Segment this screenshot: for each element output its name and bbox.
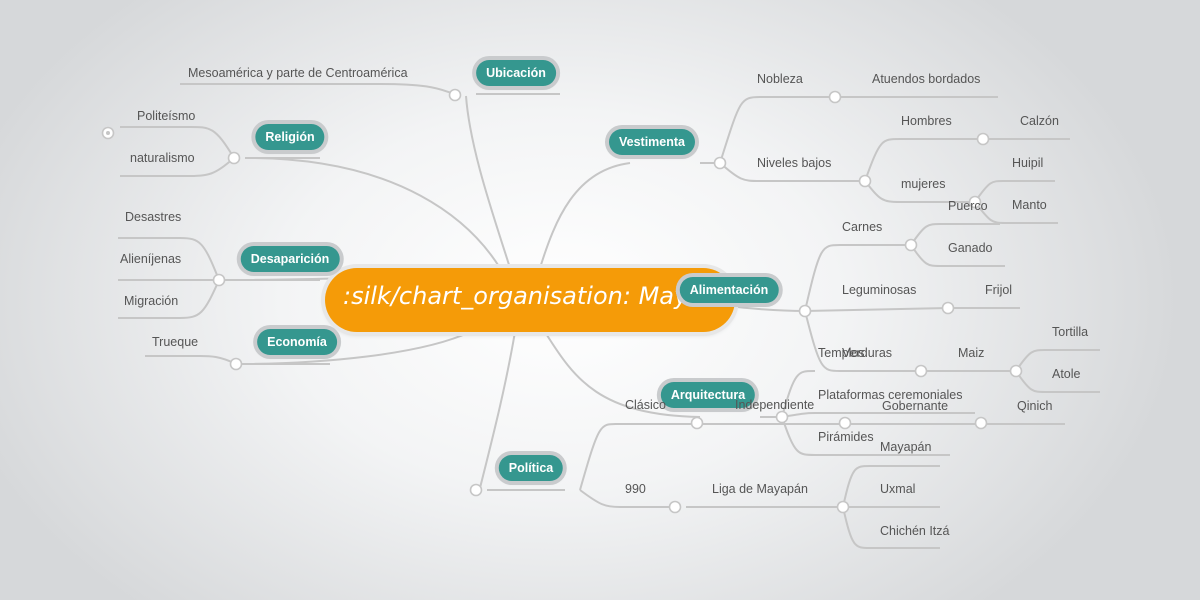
subtopic-label[interactable]: Atole xyxy=(1052,367,1081,381)
topic-vestimenta[interactable]: Vestimenta xyxy=(608,129,696,155)
subtopic-label[interactable]: Templos xyxy=(818,346,865,360)
subtopic-label[interactable]: Verduras xyxy=(842,346,893,360)
subtopic-label[interactable]: Plataformas ceremoniales xyxy=(818,388,963,402)
subtopic-label[interactable]: Huipil xyxy=(1012,156,1044,170)
subtopic-label[interactable]: mujeres xyxy=(901,177,946,191)
subtopic-label[interactable]: Chichén Itzá xyxy=(880,524,950,538)
subtopic-label[interactable]: Niveles bajos xyxy=(757,156,832,170)
subtopic-label[interactable]: Alieníjenas xyxy=(120,252,182,266)
subtopic-label[interactable]: Liga de Mayapán xyxy=(712,482,808,496)
subtopic-label[interactable]: Desastres xyxy=(125,210,182,224)
subtopic-label[interactable]: Migración xyxy=(124,294,179,308)
topic-alimentacion[interactable]: Alimentación xyxy=(679,277,779,303)
subtopic-label[interactable]: Frijol xyxy=(985,283,1013,297)
subtopic-label[interactable]: Hombres xyxy=(901,114,952,128)
subtopic-label[interactable]: Independiente xyxy=(735,398,815,412)
central-topic-label: :silk/chart_organisation: Mayas xyxy=(343,282,716,310)
subtopic-label[interactable]: Gobernante xyxy=(882,399,949,413)
subtopic-label[interactable]: Qinich xyxy=(1017,399,1053,413)
subtopic-label[interactable]: 990 xyxy=(625,482,646,496)
subtopic-label[interactable]: Carnes xyxy=(842,220,883,234)
subtopic-label[interactable]: Mayapán xyxy=(880,440,932,454)
subtopic-label[interactable]: Uxmal xyxy=(880,482,916,496)
subtopic-label[interactable]: Politeísmo xyxy=(137,109,196,123)
subtopic-label[interactable]: Mesoamérica y parte de Centroamérica xyxy=(188,66,408,80)
subtopic-label[interactable]: Pirámides xyxy=(818,430,874,444)
central-topic[interactable]: :silk/chart_organisation: Mayas xyxy=(325,268,735,332)
subtopic-label[interactable]: Puerco xyxy=(948,199,988,213)
subtopic-label[interactable]: Ganado xyxy=(948,241,993,255)
subtopic-label[interactable]: Tortilla xyxy=(1052,325,1089,339)
subtopic-label[interactable]: Nobleza xyxy=(757,72,803,86)
topic-religion[interactable]: Religión xyxy=(255,124,325,150)
subtopic-label[interactable]: naturalismo xyxy=(130,151,195,165)
subtopic-label[interactable]: Atuendos bordados xyxy=(872,72,981,86)
subtopic-label[interactable]: Clásico xyxy=(625,398,666,412)
subtopic-label[interactable]: Calzón xyxy=(1020,114,1059,128)
subtopic-label[interactable]: Trueque xyxy=(152,335,199,349)
subtopic-label[interactable]: Manto xyxy=(1012,198,1047,212)
topic-ubicacion[interactable]: Ubicación xyxy=(476,60,556,86)
topic-desaparicion[interactable]: Desaparición xyxy=(240,246,340,272)
subtopic-label[interactable]: Leguminosas xyxy=(842,283,917,297)
topic-economia[interactable]: Economía xyxy=(257,329,337,355)
topic-politica[interactable]: Política xyxy=(498,455,564,481)
topic-arquitectura[interactable]: Arquitectura xyxy=(660,382,756,408)
subtopic-label[interactable]: Maiz xyxy=(958,346,985,360)
